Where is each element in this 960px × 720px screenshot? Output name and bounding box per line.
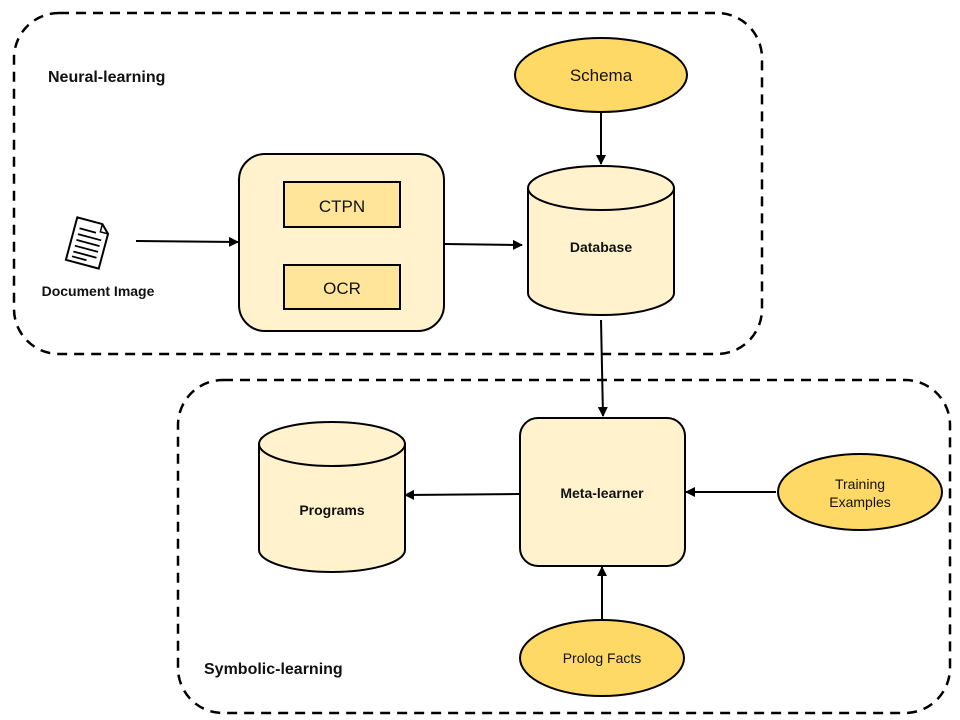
training-examples-label-line1: Training [835, 476, 885, 492]
prolog-facts-label: Prolog Facts [563, 650, 642, 666]
edge-database-to-meta-learner [597, 319, 608, 417]
schema-label: Schema [570, 66, 633, 85]
edge-document-to-processing [135, 236, 239, 247]
database-label: Database [570, 239, 632, 255]
prolog-facts-node [519, 619, 685, 697]
neural-learning-group [12, 11, 764, 356]
ctpn-label: CTPN [319, 197, 365, 216]
database-node [527, 165, 675, 316]
ctpn-box [283, 181, 401, 228]
document-icon [64, 216, 110, 270]
symbolic-learning-label: Symbolic-learning [204, 661, 343, 678]
symbolic-learning-group [176, 378, 952, 715]
training-examples-label-line2: Examples [829, 494, 890, 510]
meta-learner-label: Meta-learner [560, 485, 644, 501]
programs-node [258, 421, 406, 573]
training-examples-node [777, 453, 943, 531]
document-image-label: Document Image [42, 283, 155, 299]
ocr-label: OCR [323, 279, 361, 298]
neural-learning-label: Neural-learning [48, 69, 165, 86]
schema-node [514, 37, 688, 113]
programs-label: Programs [299, 502, 365, 518]
ocr-box [283, 264, 401, 310]
edge-meta-learner-to-programs [404, 489, 520, 500]
edge-processing-to-database [444, 239, 523, 250]
